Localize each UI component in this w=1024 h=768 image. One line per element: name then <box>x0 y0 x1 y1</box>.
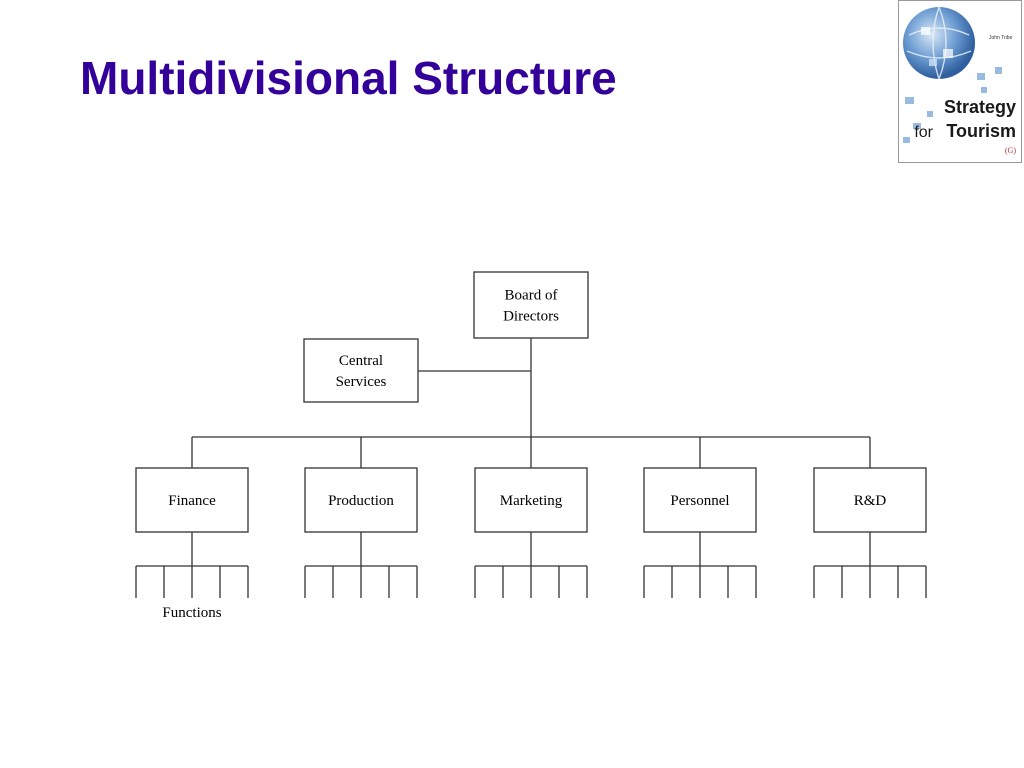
division-node-marketing: Marketing <box>474 467 588 533</box>
division-node-rnd-label: R&D <box>854 493 887 509</box>
central-services-node-label: Central <box>339 353 383 369</box>
division-node-personnel-box <box>643 467 757 533</box>
globe-icon <box>903 6 975 80</box>
division-node-finance: Finance <box>135 467 249 533</box>
puzzle-pieces-icon <box>903 67 1002 143</box>
board-of-directors-node: Board of Directors <box>473 271 589 339</box>
division-node-personnel: Personnel <box>643 467 757 533</box>
division-node-production-box <box>304 467 418 533</box>
board-of-directors-node-label: Board of <box>505 288 558 304</box>
division-node-finance-label: Finance <box>168 493 216 509</box>
cover-title-line1: Strategy <box>944 97 1016 117</box>
division-node-production: Production <box>304 467 418 533</box>
division-node-personnel-label: Personnel <box>670 493 729 509</box>
division-node-production-label: Production <box>328 493 394 509</box>
division-node-marketing-label: Marketing <box>500 493 563 509</box>
publisher-mark: (G) <box>1005 146 1016 155</box>
cover-title-line2: Tourism <box>946 121 1016 141</box>
division-node-finance-box <box>135 467 249 533</box>
book-cover-image: John Tribe Strategy for Tourism (G) <box>898 0 1022 163</box>
page-title: Multidivisional Structure <box>80 52 617 104</box>
connector-lines <box>135 338 927 598</box>
central-services-node-label: Services <box>336 374 387 390</box>
board-of-directors-node-label: Directors <box>503 309 559 325</box>
book-cover-art: John Tribe Strategy for Tourism (G) <box>903 6 1016 155</box>
cover-title-for: for <box>914 124 933 141</box>
board-of-directors-node-box <box>473 271 589 339</box>
cover-author: John Tribe <box>989 35 1013 41</box>
division-node-rnd: R&D <box>813 467 927 533</box>
division-node-rnd-box <box>813 467 927 533</box>
central-services-node-box <box>303 338 419 403</box>
functions-label: Functions <box>162 605 221 621</box>
division-node-marketing-box <box>474 467 588 533</box>
